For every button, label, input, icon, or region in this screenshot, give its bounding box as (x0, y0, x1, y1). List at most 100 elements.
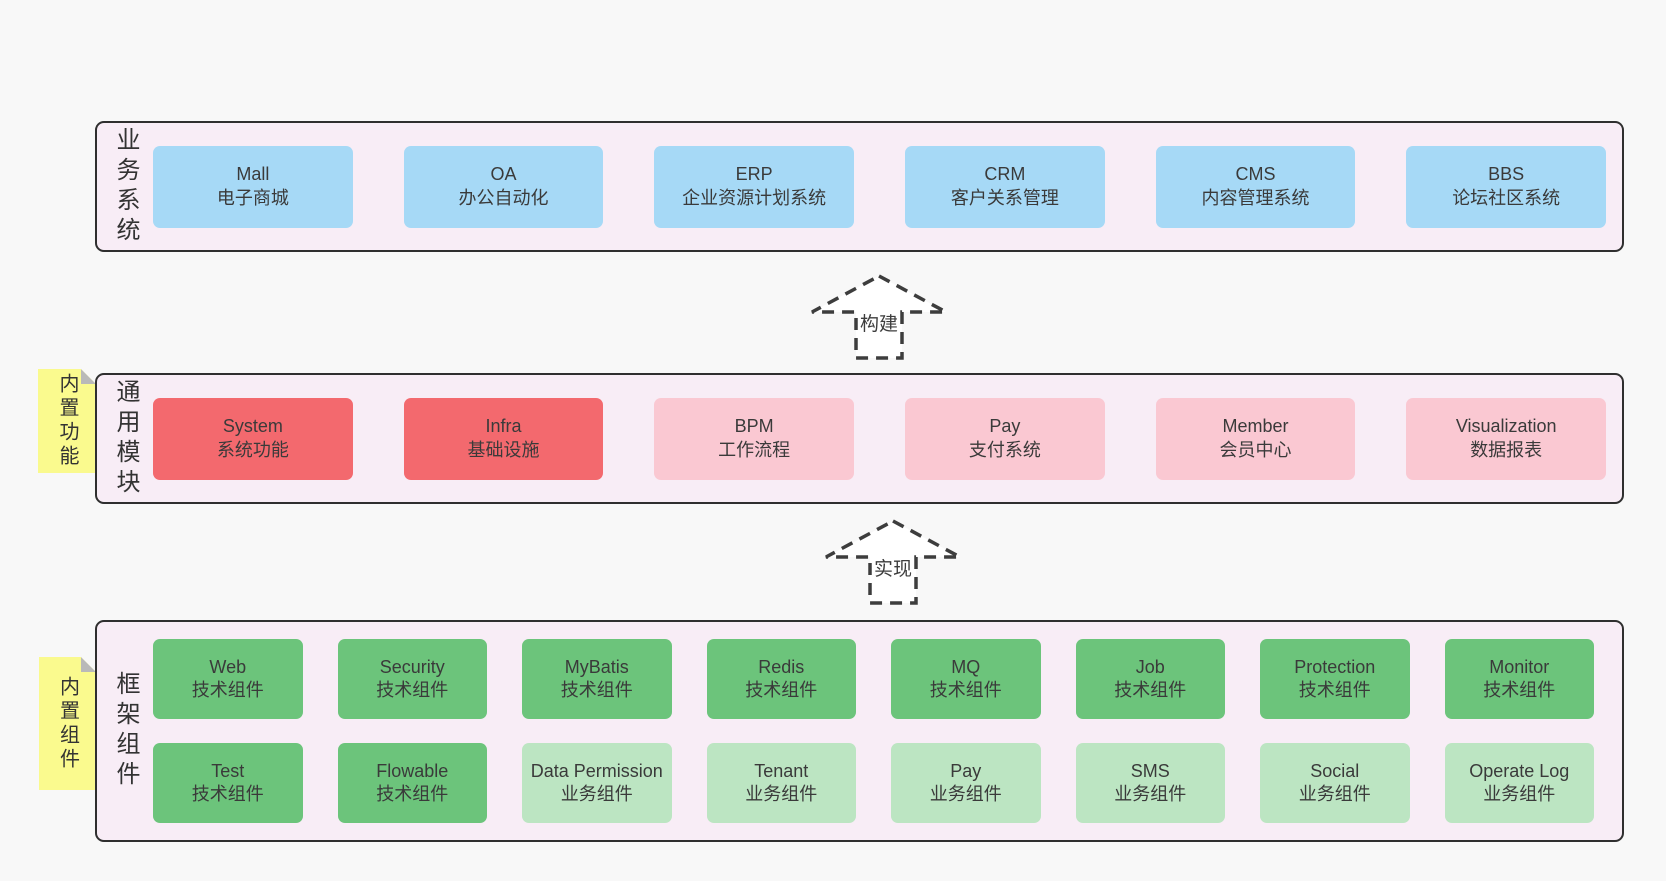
box-subtitle: 电子商城 (216, 187, 289, 208)
box-title: Tenant (754, 760, 809, 781)
box-title: MQ (951, 656, 981, 677)
box-subtitle: 系统功能 (216, 439, 289, 460)
box-security: Security 技术组件 (337, 639, 487, 719)
box-subtitle: 论坛社区系统 (1452, 187, 1561, 208)
box-title: Visualization (1455, 416, 1557, 437)
box-title: SMS (1130, 760, 1170, 781)
build-arrow-label: 构建 (858, 309, 900, 336)
box-job: Job 技术组件 (1075, 639, 1225, 719)
box-redis: Redis 技术组件 (706, 639, 856, 719)
box-visualization: Visualization 数据报表 (1406, 397, 1607, 480)
box-pay-module: Pay 支付系统 (905, 397, 1105, 480)
box-title: Protection (1294, 656, 1376, 677)
box-subtitle: 客户关系管理 (950, 187, 1059, 208)
layer-business-label: 业务系统 (112, 126, 139, 247)
box-crm: CRM 客户关系管理 (905, 145, 1105, 228)
box-title: BPM (734, 416, 774, 437)
box-test: Test 技术组件 (153, 743, 303, 823)
box-title: CRM (984, 164, 1026, 185)
box-monitor: Monitor 技术组件 (1444, 639, 1594, 719)
box-title: Redis (758, 656, 805, 677)
box-title: Pay (989, 416, 1021, 437)
box-pay-component: Pay 业务组件 (891, 743, 1041, 823)
box-title: BBS (1488, 164, 1525, 185)
box-sms: SMS 业务组件 (1075, 743, 1225, 823)
box-social: Social 业务组件 (1260, 743, 1410, 823)
box-title: Monitor (1489, 656, 1550, 677)
box-title: OA (490, 164, 517, 185)
box-oa: OA 办公自动化 (403, 145, 604, 228)
build-arrow-icon: 构建 (809, 273, 949, 361)
box-title: Test (211, 760, 245, 781)
box-subtitle: 业务组件 (560, 784, 633, 804)
box-title: Job (1135, 656, 1165, 677)
box-subtitle: 技术组件 (745, 680, 818, 700)
box-title: MyBatis (564, 656, 629, 677)
box-subtitle: 技术组件 (560, 680, 633, 700)
box-erp: ERP 企业资源计划系统 (654, 145, 855, 228)
implement-arrow-label: 实现 (872, 554, 914, 581)
components-box-rows: Web 技术组件 Security 技术组件 MyBatis 技术组件 Redi… (153, 622, 1622, 840)
box-title: Social (1310, 760, 1360, 781)
layer-modules-label: 通用模块 (112, 378, 139, 499)
layer-common-modules: 通用模块 System 系统功能 Infra 基础设施 BPM 工作流程 Pay… (95, 373, 1624, 504)
layer-framework-components: 框架组件 Web 技术组件 Security 技术组件 MyBatis 技术组件… (95, 620, 1624, 842)
box-bpm: BPM 工作流程 (654, 397, 855, 480)
box-title: Pay (950, 760, 982, 781)
box-subtitle: 支付系统 (968, 439, 1041, 460)
box-subtitle: 会员中心 (1219, 439, 1292, 460)
box-subtitle: 业务组件 (929, 784, 1002, 804)
box-title: CMS (1235, 164, 1276, 185)
box-title: Data Permission (530, 760, 663, 781)
box-subtitle: 技术组件 (376, 680, 449, 700)
layer-business-systems: 业务系统 Mall 电子商城 OA 办公自动化 ERP 企业资源计划系统 CRM… (95, 121, 1624, 252)
box-subtitle: 业务组件 (745, 784, 818, 804)
box-mall: Mall 电子商城 (153, 145, 353, 228)
box-infra: Infra 基础设施 (403, 397, 604, 480)
box-title: System (222, 416, 283, 437)
box-subtitle: 技术组件 (1483, 680, 1556, 700)
sticky-fold-icon (81, 369, 96, 384)
box-subtitle: 技术组件 (1114, 680, 1187, 700)
sticky-label: 内置功能 (56, 373, 78, 469)
layer-components-label: 框架组件 (112, 671, 139, 791)
box-title: Security (379, 656, 445, 677)
box-subtitle: 业务组件 (1483, 784, 1556, 804)
box-subtitle: 技术组件 (191, 784, 264, 804)
box-mybatis: MyBatis 技术组件 (522, 639, 672, 719)
box-cms: CMS 内容管理系统 (1155, 145, 1356, 228)
box-system: System 系统功能 (153, 397, 353, 480)
business-box-row: Mall 电子商城 OA 办公自动化 ERP 企业资源计划系统 CRM 客户关系… (153, 123, 1622, 250)
box-mq: MQ 技术组件 (891, 639, 1041, 719)
box-operate-log: Operate Log 业务组件 (1444, 743, 1594, 823)
box-protection: Protection 技术组件 (1260, 639, 1410, 719)
box-subtitle: 工作流程 (718, 439, 791, 460)
box-title: Member (1222, 416, 1289, 437)
box-member: Member 会员中心 (1155, 397, 1356, 480)
box-tenant: Tenant 业务组件 (706, 743, 856, 823)
sticky-fold-icon (81, 657, 96, 672)
implement-arrow-icon: 实现 (823, 518, 963, 606)
box-title: Operate Log (1469, 760, 1570, 781)
box-bbs: BBS 论坛社区系统 (1406, 145, 1607, 228)
box-web: Web 技术组件 (153, 639, 303, 719)
box-flowable: Flowable 技术组件 (337, 743, 487, 823)
box-subtitle: 技术组件 (929, 680, 1002, 700)
box-title: Flowable (376, 760, 449, 781)
box-subtitle: 技术组件 (1298, 680, 1371, 700)
modules-box-row: System 系统功能 Infra 基础设施 BPM 工作流程 Pay 支付系统… (153, 375, 1622, 502)
box-subtitle: 技术组件 (376, 784, 449, 804)
box-subtitle: 内容管理系统 (1201, 187, 1310, 208)
components-row-1: Web 技术组件 Security 技术组件 MyBatis 技术组件 Redi… (153, 639, 1594, 719)
box-title: Infra (485, 416, 522, 437)
box-subtitle: 企业资源计划系统 (682, 187, 827, 208)
box-subtitle: 技术组件 (191, 680, 264, 700)
box-subtitle: 业务组件 (1298, 784, 1371, 804)
box-title: ERP (735, 164, 773, 185)
box-title: Web (209, 656, 247, 677)
box-data-permission: Data Permission 业务组件 (522, 743, 672, 823)
sticky-label: 内置组件 (56, 675, 79, 772)
box-subtitle: 基础设施 (467, 439, 540, 460)
box-title: Mall (236, 164, 270, 185)
sticky-note-built-in-features: 内置功能 (38, 369, 96, 473)
